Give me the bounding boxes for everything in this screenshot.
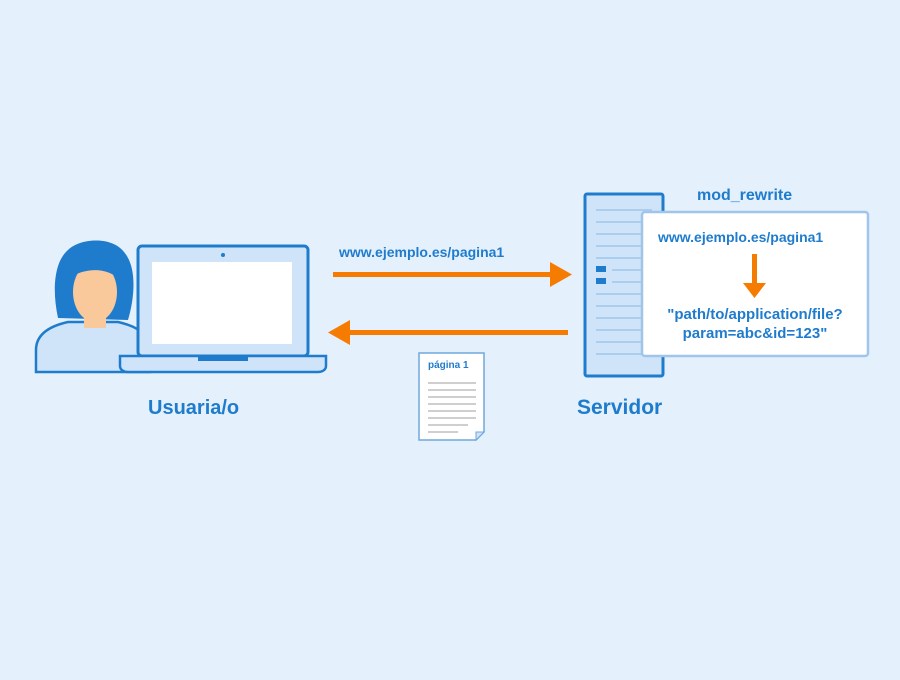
rewrite-target-line1: "path/to/application/file? [667, 306, 843, 323]
request-arrow [333, 262, 572, 287]
user-icon [34, 240, 152, 374]
user-label: Usuaria/o [148, 397, 240, 419]
document-icon [418, 352, 486, 442]
server-label: Servidor [577, 396, 663, 419]
request-url: www.ejemplo.es/pagina1 [339, 244, 505, 260]
rewrite-from-url: www.ejemplo.es/pagina1 [658, 229, 824, 245]
mod-rewrite-panel [640, 210, 870, 358]
rewrite-target-line2: param=abc&id=123" [682, 325, 828, 342]
laptop-icon [118, 244, 328, 374]
response-arrow [328, 320, 568, 345]
rewrite-target: "path/to/application/file? param=abc&id=… [650, 305, 860, 343]
module-label: mod_rewrite [697, 187, 793, 204]
rewrite-arrow [743, 254, 766, 298]
document-title: página 1 [428, 360, 469, 371]
